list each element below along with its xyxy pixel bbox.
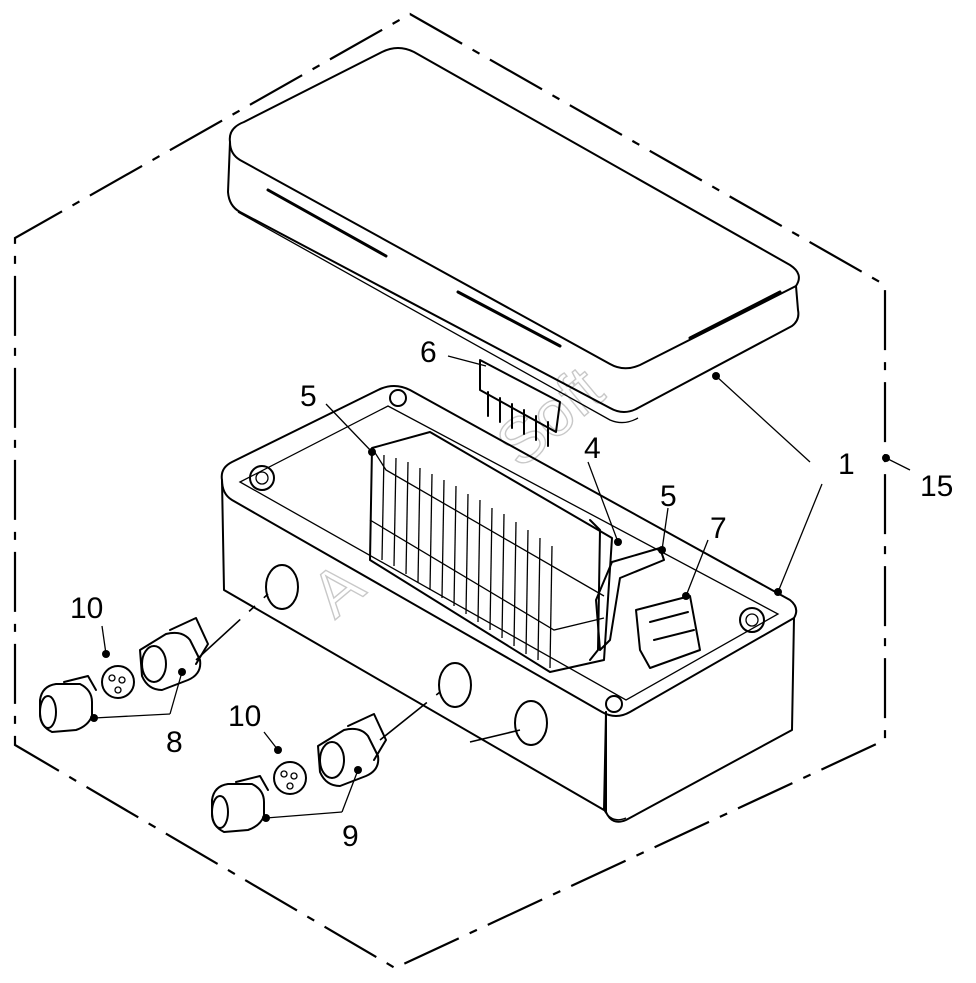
callout-15: 15 [920,470,953,503]
end-terminal [595,547,665,651]
callout-9: 9 [342,820,359,853]
callout-1: 1 [838,448,855,481]
callout-10-lower: 10 [228,700,261,733]
jumper-comb [479,359,561,447]
callout-8: 8 [166,726,183,759]
callout-5-rail: 5 [300,380,317,413]
cable-gland-set-9 [211,713,387,833]
callout-4: 4 [584,432,601,465]
gland-axis-9 [379,691,521,743]
callout-10-upper: 10 [70,592,103,625]
leader-lines [93,355,911,819]
enclosure-body [220,385,798,823]
leader-dots [90,372,890,822]
assembly-boundary [13,12,887,970]
callout-7: 7 [710,512,727,545]
lid [227,47,800,424]
gland-axis-8 [195,593,269,661]
terminal-block-rail [369,431,613,673]
callout-5-end: 5 [660,480,677,513]
earth-terminal [635,595,701,669]
callout-6: 6 [420,336,437,369]
